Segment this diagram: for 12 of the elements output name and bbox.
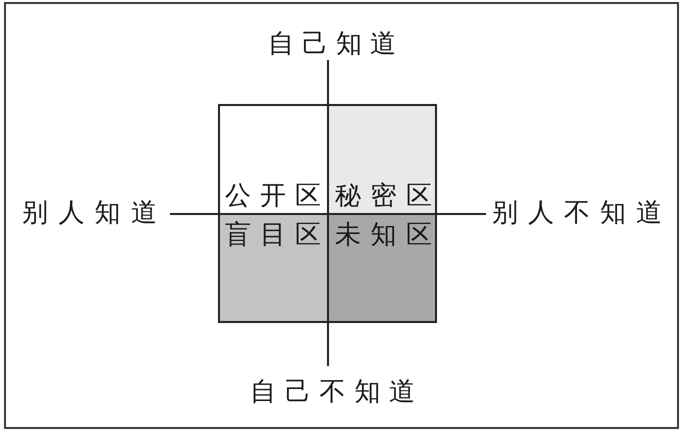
quadrant-label: 秘密区 [335, 182, 432, 210]
quadrant-panel [218, 213, 328, 323]
axis-label: 自己不知道 [250, 378, 415, 406]
quadrant-panel [328, 213, 437, 323]
axis-label: 别人不知道 [492, 199, 662, 227]
quadrant-panel [218, 104, 328, 214]
quadrant-label: 盲目区 [225, 221, 321, 249]
quadrant-panel [328, 104, 437, 214]
axis-label: 别人知道 [22, 199, 157, 227]
axis-label: 自己知道 [268, 30, 396, 58]
quadrant-label: 公开区 [225, 182, 321, 210]
quadrant-label: 未知区 [335, 221, 432, 249]
